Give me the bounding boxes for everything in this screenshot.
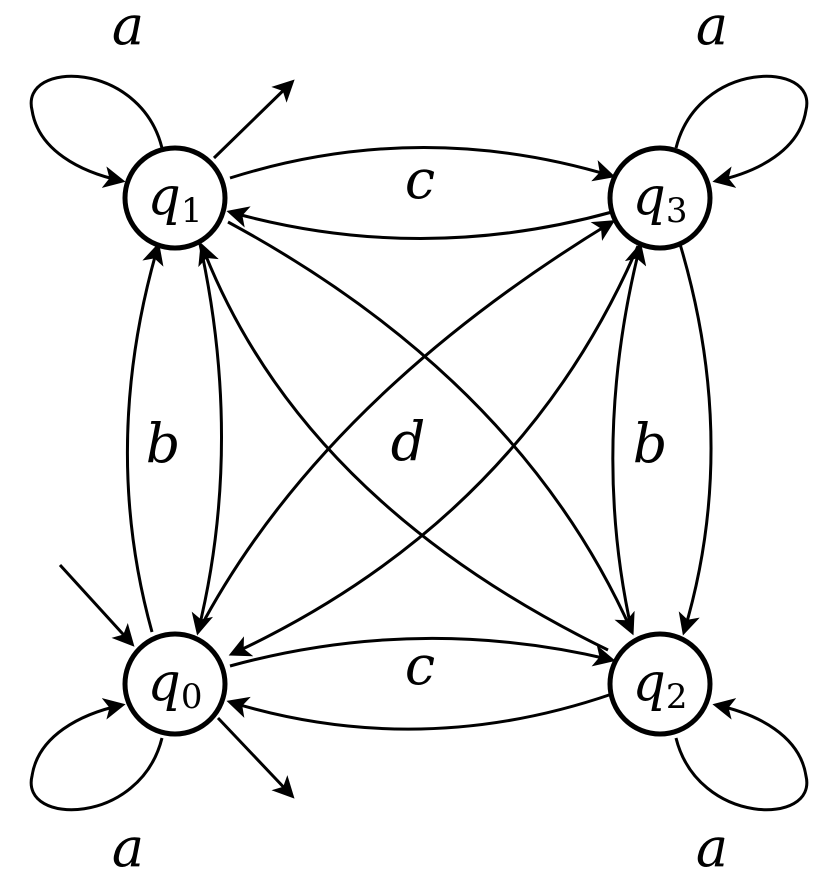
- state-q3: q3: [607, 145, 713, 251]
- state-q1-name: q: [148, 167, 181, 227]
- loop-q3: [674, 74, 809, 188]
- svg-text:q1: q1: [148, 167, 203, 231]
- state-q1-subscript: 1: [181, 191, 203, 231]
- loop-q2: [674, 698, 809, 812]
- state-q3-subscript: 3: [666, 191, 688, 231]
- edge-q1-q3: [229, 146, 616, 182]
- state-q1: q1: [122, 145, 228, 251]
- edge-q1-q0: [191, 243, 223, 636]
- edge-q0-q2: [229, 636, 616, 668]
- state-q2-name: q: [633, 653, 666, 713]
- svg-text:q3: q3: [633, 167, 688, 231]
- state-q3-name: q: [633, 167, 666, 227]
- label-loop-q1: a: [112, 0, 144, 57]
- label-loop-q3: a: [696, 0, 728, 57]
- svg-text:q2: q2: [633, 653, 688, 717]
- initial-arrow-q0: [58, 563, 135, 647]
- edge-q1-q2: [227, 220, 635, 636]
- final-arrow-q1: [212, 79, 295, 160]
- edge-q3-q2: [678, 243, 713, 636]
- edge-q3-q0: [228, 245, 640, 657]
- label-left-vertical: b: [146, 412, 181, 475]
- edge-q2-q0: [226, 692, 613, 731]
- edge-q0-q3: [196, 220, 616, 633]
- label-q1-q3: c: [405, 148, 435, 211]
- label-diagonals: d: [391, 410, 426, 473]
- edge-q2-q3: [611, 242, 647, 633]
- edge-q3-q1: [226, 206, 613, 240]
- label-loop-q0: a: [112, 816, 144, 879]
- final-arrow-q0: [216, 716, 295, 799]
- label-loop-q2: a: [696, 816, 728, 879]
- state-q0: q0: [122, 631, 228, 737]
- edge-q2-q1: [198, 242, 609, 652]
- state-q0-subscript: 0: [181, 677, 203, 717]
- state-q2: q2: [607, 631, 713, 737]
- edge-q0-q1: [125, 242, 164, 633]
- label-right-vertical: b: [633, 412, 668, 475]
- loop-q0: [29, 698, 164, 812]
- svg-text:q0: q0: [148, 653, 203, 717]
- label-q0-q2: c: [405, 634, 435, 697]
- state-q2-subscript: 2: [666, 677, 688, 717]
- loop-q1: [29, 74, 164, 188]
- state-q0-name: q: [148, 653, 181, 713]
